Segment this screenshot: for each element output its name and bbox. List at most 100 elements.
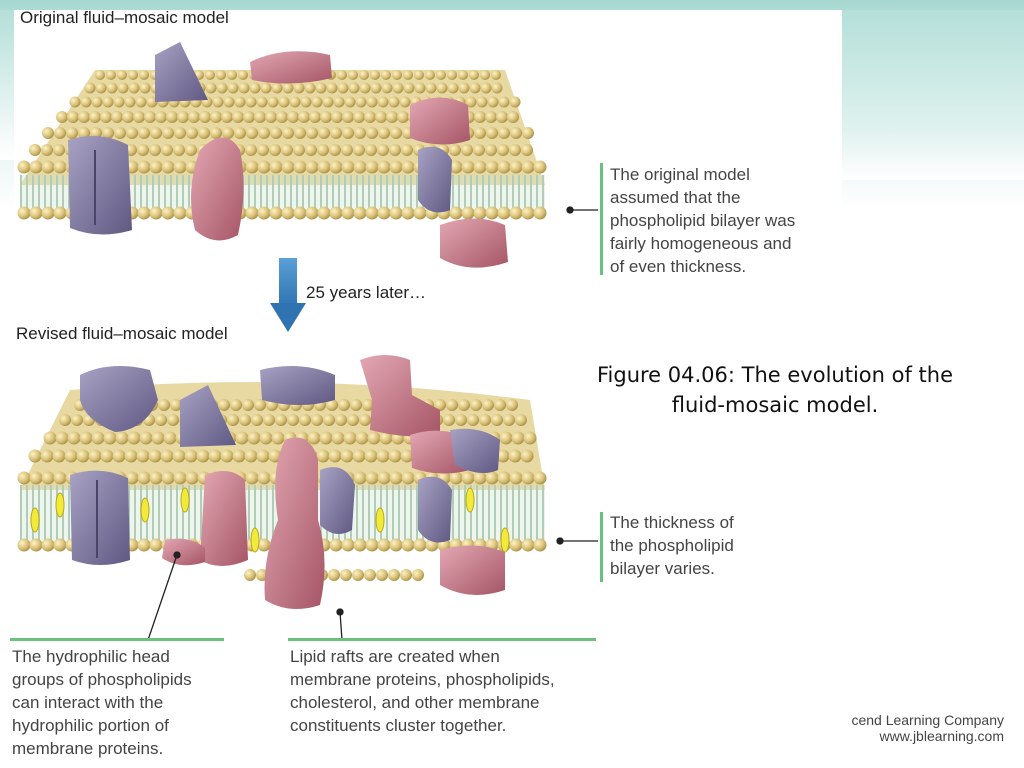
- lipid-head: [353, 144, 365, 156]
- lipid-head: [135, 96, 147, 108]
- lipid-head: [275, 414, 287, 426]
- lipid-head: [269, 160, 283, 174]
- lipid-head: [455, 414, 467, 426]
- lipid-head: [247, 431, 261, 445]
- transmembrane-protein: [191, 137, 244, 241]
- lipid-head: [220, 449, 234, 463]
- lipid-head: [166, 111, 178, 123]
- lipid-head: [29, 160, 43, 174]
- lipid-head: [355, 96, 367, 108]
- lipid-head: [163, 431, 177, 445]
- lipid-head: [376, 449, 390, 463]
- lipid-head: [341, 144, 353, 156]
- lipid-head: [496, 111, 508, 123]
- lipid-head: [103, 431, 117, 445]
- lipid-head: [53, 144, 65, 156]
- lipid-head: [136, 449, 150, 463]
- lipid-head: [149, 538, 163, 552]
- lipid-head: [78, 127, 90, 139]
- lipid-head: [317, 206, 331, 220]
- lipid-head: [117, 82, 129, 94]
- lipid-head: [17, 538, 31, 552]
- raft-purple-protein: [450, 428, 500, 474]
- lipid-head: [317, 160, 331, 174]
- lipid-head: [365, 471, 379, 485]
- lipid-head: [353, 160, 367, 174]
- lipid-head: [449, 206, 463, 220]
- lipid-head: [342, 127, 354, 139]
- lipid-head: [348, 82, 360, 94]
- lipid-head: [162, 127, 174, 139]
- lipid-head: [352, 449, 366, 463]
- lipid-head: [309, 111, 321, 123]
- lipid-head: [305, 160, 319, 174]
- lipid-head: [497, 471, 511, 485]
- lipid-head: [390, 127, 402, 139]
- lipid-head: [79, 431, 93, 445]
- lipid-head: [467, 414, 479, 426]
- revised-membrane: [17, 355, 547, 609]
- lipid-head: [267, 96, 279, 108]
- lipid-head: [78, 111, 90, 123]
- lipid-head: [515, 414, 527, 426]
- lipid-head: [506, 399, 518, 411]
- lipid-head: [238, 70, 248, 80]
- lipid-head: [137, 160, 151, 174]
- lipid-head: [355, 431, 369, 445]
- lipid-head: [389, 144, 401, 156]
- lipid-head: [67, 431, 81, 445]
- lipid-head: [449, 471, 463, 485]
- lipid-head: [28, 449, 42, 463]
- lipid-head: [353, 111, 365, 123]
- lipid-head: [480, 82, 492, 94]
- lipid-head: [281, 160, 295, 174]
- lipid-head: [238, 82, 250, 94]
- lipid-head: [263, 414, 275, 426]
- lipid-head: [66, 127, 78, 139]
- lipid-head: [42, 127, 54, 139]
- lipid-head: [257, 471, 271, 485]
- lipid-head: [167, 414, 179, 426]
- lipid-head: [293, 82, 305, 94]
- lipid-head: [400, 449, 414, 463]
- lipid-head: [474, 127, 486, 139]
- revised-model-title: Revised fluid–mosaic model: [16, 324, 228, 343]
- lipid-head: [102, 127, 114, 139]
- lipid-head: [377, 471, 391, 485]
- lipid-head: [388, 569, 400, 581]
- lipid-head: [245, 96, 257, 108]
- lipid-head: [377, 160, 391, 174]
- lipid-head: [259, 431, 273, 445]
- lipid-head: [352, 569, 364, 581]
- lipid-head: [377, 144, 389, 156]
- lipid-head: [370, 82, 382, 94]
- lipid-head: [331, 431, 345, 445]
- lipid-head: [329, 206, 343, 220]
- lipid-head: [185, 144, 197, 156]
- lipid-head: [106, 82, 118, 94]
- lipid-head: [337, 82, 349, 94]
- lipid-head: [344, 96, 356, 108]
- lipid-head: [359, 82, 371, 94]
- lipid-head: [149, 471, 163, 485]
- background-right: [842, 10, 1024, 180]
- lipid-head: [161, 206, 175, 220]
- lipid-head: [232, 111, 244, 123]
- lipid-head: [375, 111, 387, 123]
- lipid-head: [491, 70, 501, 80]
- lipid-head: [509, 96, 521, 108]
- lipid-head: [278, 96, 290, 108]
- lipid-head: [446, 399, 458, 411]
- lipid-head: [53, 160, 67, 174]
- lipid-head: [533, 206, 547, 220]
- lipid-head: [333, 96, 345, 108]
- lipid-head: [458, 82, 470, 94]
- lipid-head: [205, 70, 215, 80]
- lipid-head: [114, 127, 126, 139]
- lipid-head: [474, 111, 486, 123]
- lipid-head: [144, 111, 156, 123]
- lipid-head: [299, 414, 311, 426]
- lipid-head: [29, 206, 43, 220]
- background-left: [0, 10, 14, 160]
